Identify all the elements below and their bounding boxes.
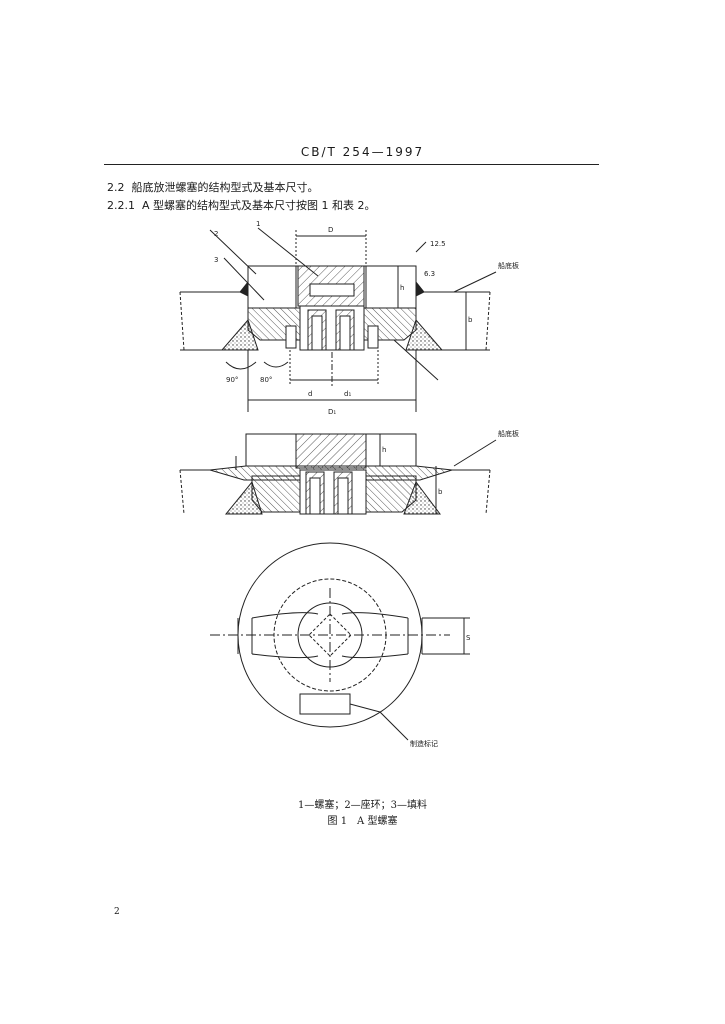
dim-D: D xyxy=(328,226,333,234)
dim-b-lower: b xyxy=(438,488,443,496)
callout-1: 1 xyxy=(256,220,260,228)
section-view-lower xyxy=(179,433,497,515)
dim-b: b xyxy=(468,316,473,324)
roughness-top: 12.5 xyxy=(430,240,446,248)
section-view-upper xyxy=(179,227,497,412)
callout-2: 2 xyxy=(214,230,218,238)
plan-view xyxy=(210,542,470,741)
label-hull-plate-mid: 船底板 xyxy=(498,429,519,438)
section-title: 船底放泄螺塞的结构型式及基本尺寸。 xyxy=(131,181,319,194)
dim-h-lower: h xyxy=(382,446,386,454)
standard-code-header: CB/T 254—1997 xyxy=(300,145,425,159)
figure-legend: 1—螺塞；2—座环；3—填料 xyxy=(297,800,428,811)
figure-caption: 图 1 A 型螺塞 xyxy=(327,816,398,827)
section-number: 2.2 xyxy=(107,181,125,194)
callout-3: 3 xyxy=(214,256,218,264)
dim-D1: D₁ xyxy=(328,408,336,416)
section-2-2-1: 2.2.1 A 型螺塞的结构型式及基本尺寸按图 1 和表 2。 xyxy=(107,197,376,213)
section-number: 2.2.1 xyxy=(107,199,135,212)
header-rule xyxy=(104,164,599,165)
dim-d: d xyxy=(308,390,312,398)
page-number: 2 xyxy=(114,907,120,917)
plan-view-labels: S 制造标记 xyxy=(410,634,471,748)
label-mark: 制造标记 xyxy=(410,739,438,748)
label-hull-plate-top: 船底板 xyxy=(498,261,519,270)
lower-view-labels: h b 船底板 xyxy=(382,429,519,496)
upper-view-labels: 2 1 3 D d d₁ D₁ h b 90° 80° 12.5 6.3 船底板 xyxy=(214,220,519,416)
angle-90: 90° xyxy=(226,376,238,384)
dim-h: h xyxy=(400,284,404,292)
section-2-2: 2.2 船底放泄螺塞的结构型式及基本尺寸。 xyxy=(107,179,319,195)
roughness-mid: 6.3 xyxy=(424,270,435,278)
dim-d1: d₁ xyxy=(344,390,351,398)
angle-80: 80° xyxy=(260,376,272,384)
section-title: A 型螺塞的结构型式及基本尺寸按图 1 和表 2。 xyxy=(142,199,376,212)
dim-S: S xyxy=(466,634,471,642)
